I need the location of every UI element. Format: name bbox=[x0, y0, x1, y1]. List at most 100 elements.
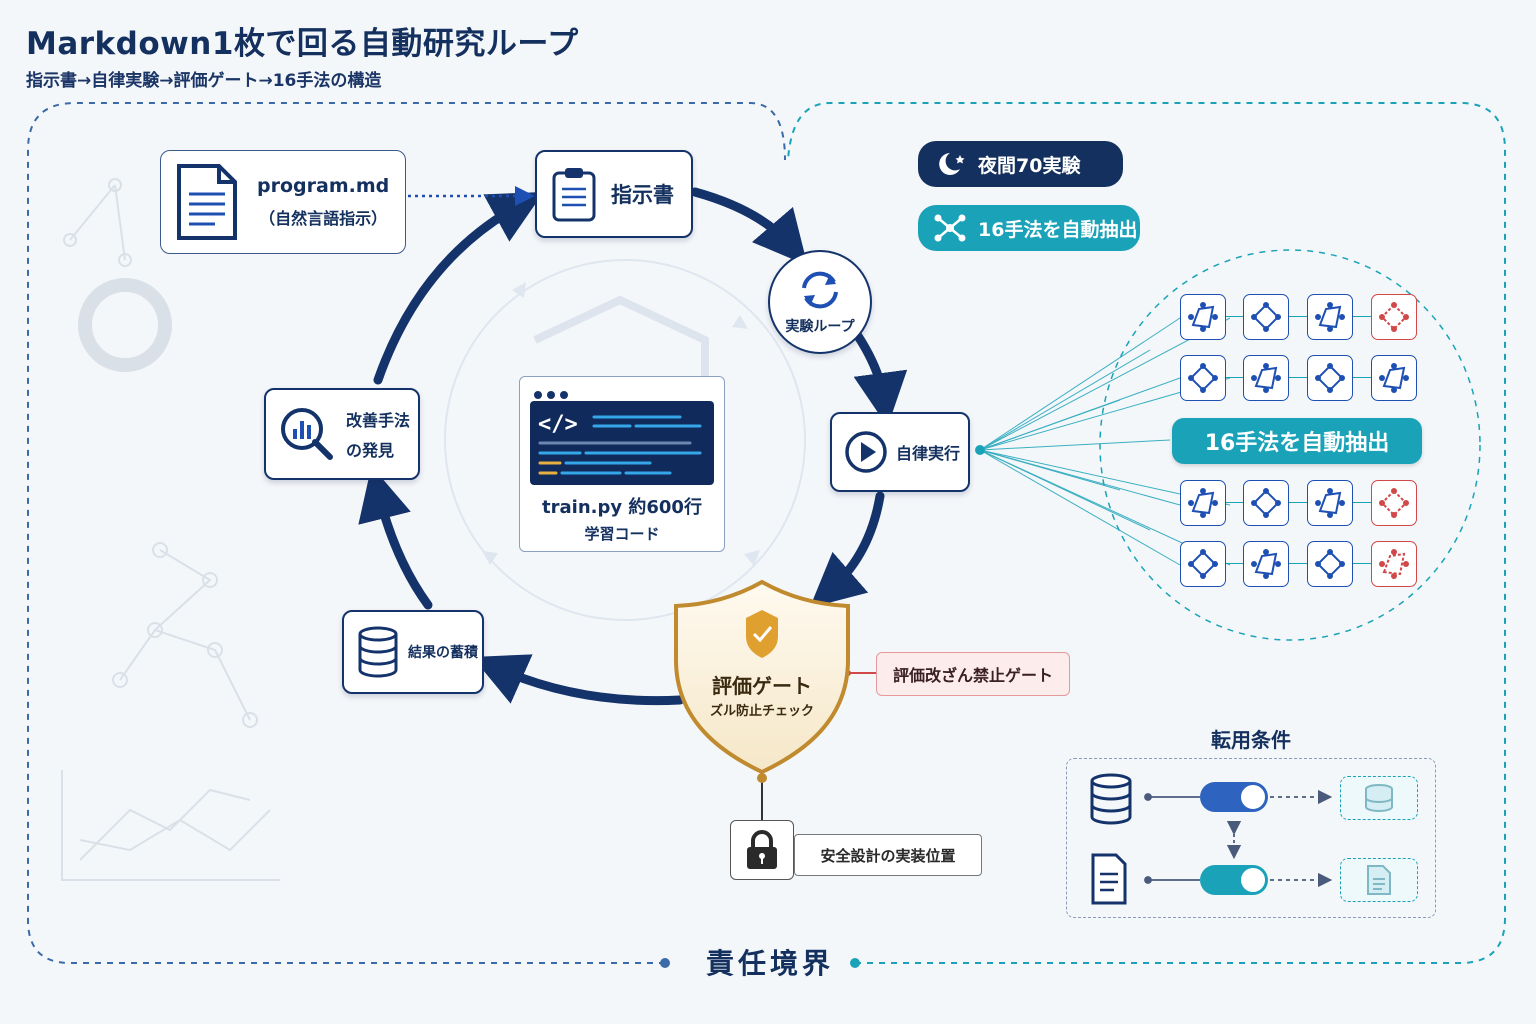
program-md-desc: （自然言語指示） bbox=[259, 209, 388, 228]
node-discover-label-1: 改善手法 bbox=[346, 411, 411, 430]
eval-gate-title: 評価ゲート bbox=[712, 674, 812, 698]
program-md-name: program.md bbox=[257, 175, 390, 197]
moon-icon bbox=[932, 149, 968, 179]
code-desc-label: 学習コード bbox=[584, 525, 660, 543]
arrow-instructions-to-loop bbox=[690, 187, 808, 266]
tamper-gate-text: 評価改ざん禁止ゲート bbox=[892, 666, 1053, 685]
main-loop-arrows bbox=[358, 187, 908, 706]
network-graph-icon bbox=[1379, 302, 1409, 332]
network-graph-icon bbox=[1379, 549, 1409, 579]
method-tile[interactable] bbox=[1307, 294, 1353, 340]
node-accumulate[interactable]: 結果の蓄積 bbox=[342, 610, 484, 694]
method-tile[interactable] bbox=[1243, 541, 1289, 587]
boundary-left-dashed bbox=[27, 102, 786, 964]
node-experiment-loop[interactable]: 実験ループ bbox=[768, 250, 872, 354]
transfer-target-database-icon bbox=[1340, 776, 1418, 820]
method-tile[interactable] bbox=[1243, 294, 1289, 340]
method-tile[interactable] bbox=[1180, 480, 1226, 526]
magnifier-chart-icon bbox=[278, 405, 336, 463]
node-experiment-loop-label: 実験ループ bbox=[785, 319, 855, 335]
transfer-document-icon bbox=[1090, 852, 1128, 906]
network-icon bbox=[932, 213, 968, 243]
transfer-database-icon bbox=[1088, 772, 1134, 826]
method-tile-connector bbox=[1226, 502, 1243, 503]
node-instructions[interactable]: 指示書 bbox=[535, 150, 693, 238]
node-autonomous-run[interactable]: 自律実行 bbox=[830, 412, 970, 492]
shield-check-icon bbox=[746, 610, 778, 658]
network-graph-icon bbox=[1315, 549, 1345, 579]
method-tile[interactable] bbox=[1307, 355, 1353, 401]
method-tile[interactable] bbox=[1371, 541, 1417, 587]
method-tile[interactable] bbox=[1307, 541, 1353, 587]
method-tile[interactable] bbox=[1371, 355, 1417, 401]
method-tile[interactable] bbox=[1371, 480, 1417, 526]
arrow-accumulate-to-discover bbox=[358, 465, 433, 610]
responsibility-boundary-label: 責任境界 bbox=[705, 947, 834, 980]
page-title: Markdown1枚で回る自動研究ループ bbox=[26, 26, 579, 62]
network-graph-icon bbox=[1251, 363, 1281, 393]
methods-dashed-ellipse bbox=[1099, 249, 1481, 641]
transfer-title: 転用条件 bbox=[1211, 728, 1291, 752]
extract-methods-badge: 16手法を自動抽出 bbox=[918, 205, 1140, 251]
network-graph-icon bbox=[1379, 488, 1409, 518]
method-tile-connector bbox=[1353, 563, 1371, 564]
transfer-connectors bbox=[1144, 789, 1333, 888]
arrow-discover-to-instructions bbox=[373, 191, 544, 385]
node-instructions-label: 指示書 bbox=[611, 183, 674, 207]
svg-text:</>: </> bbox=[538, 412, 578, 437]
arrow-run-to-gate bbox=[809, 491, 885, 608]
methods-banner-text: 16手法を自動抽出 bbox=[1204, 431, 1390, 456]
method-tile[interactable] bbox=[1180, 541, 1226, 587]
code-file-label: train.py 約600行 bbox=[542, 497, 702, 518]
fan-lines bbox=[979, 317, 1231, 566]
network-graph-icon bbox=[1315, 302, 1345, 332]
program-md-card[interactable]: program.md （自然言語指示） bbox=[160, 150, 406, 254]
network-graph-icon bbox=[1188, 302, 1218, 332]
network-graph-icon bbox=[1188, 488, 1218, 518]
background-decoration bbox=[61, 178, 280, 881]
window-dots bbox=[534, 384, 568, 403]
extract-methods-text: 16手法を自動抽出 bbox=[978, 218, 1138, 241]
refresh-icon bbox=[770, 268, 870, 312]
method-tile-connector bbox=[1226, 316, 1243, 317]
arrow-loop-to-run bbox=[853, 331, 908, 427]
method-tile[interactable] bbox=[1180, 355, 1226, 401]
method-tile[interactable] bbox=[1180, 294, 1226, 340]
code-card[interactable]: </> train.py 約600行 学習コード bbox=[519, 376, 725, 552]
network-graph-icon bbox=[1188, 363, 1218, 393]
method-tile-connector bbox=[1353, 502, 1371, 503]
method-tile-connector bbox=[1289, 377, 1307, 378]
transfer-panel bbox=[1066, 758, 1436, 918]
node-discover-label-2: の発見 bbox=[346, 441, 395, 460]
boundary-dot-left bbox=[660, 958, 670, 968]
inner-faint-arrows bbox=[482, 282, 760, 566]
method-tile[interactable] bbox=[1371, 294, 1417, 340]
night-experiments-text: 夜間70実験 bbox=[978, 154, 1081, 177]
play-icon bbox=[844, 430, 888, 474]
methods-banner: 16手法を自動抽出 bbox=[1172, 418, 1422, 464]
network-graph-icon bbox=[1251, 549, 1281, 579]
transfer-target-document-icon bbox=[1340, 858, 1418, 902]
method-tile[interactable] bbox=[1243, 480, 1289, 526]
method-tile-connector bbox=[1226, 377, 1243, 378]
network-graph-icon bbox=[1315, 488, 1345, 518]
network-graph-icon bbox=[1251, 302, 1281, 332]
transfer-toggle-data[interactable] bbox=[1200, 782, 1268, 812]
boundary-right-dashed bbox=[787, 102, 1506, 964]
database-icon bbox=[356, 625, 400, 679]
clipboard-icon bbox=[551, 165, 597, 223]
method-tile-connector bbox=[1353, 316, 1371, 317]
node-discover-methods[interactable]: 改善手法 の発見 bbox=[264, 388, 420, 480]
network-graph-icon bbox=[1188, 549, 1218, 579]
eval-gate-shield bbox=[674, 579, 850, 775]
network-graph-icon bbox=[1251, 488, 1281, 518]
method-tile-connector bbox=[1353, 377, 1371, 378]
method-tile[interactable] bbox=[1307, 480, 1353, 526]
method-tile[interactable] bbox=[1243, 355, 1289, 401]
eval-gate-sub: ズル防止チェック bbox=[709, 704, 814, 719]
network-graph-icon bbox=[1315, 363, 1345, 393]
transfer-toggle-doc[interactable] bbox=[1200, 865, 1268, 895]
fan-origin-dot bbox=[975, 445, 985, 455]
safety-lock-box bbox=[730, 820, 794, 880]
